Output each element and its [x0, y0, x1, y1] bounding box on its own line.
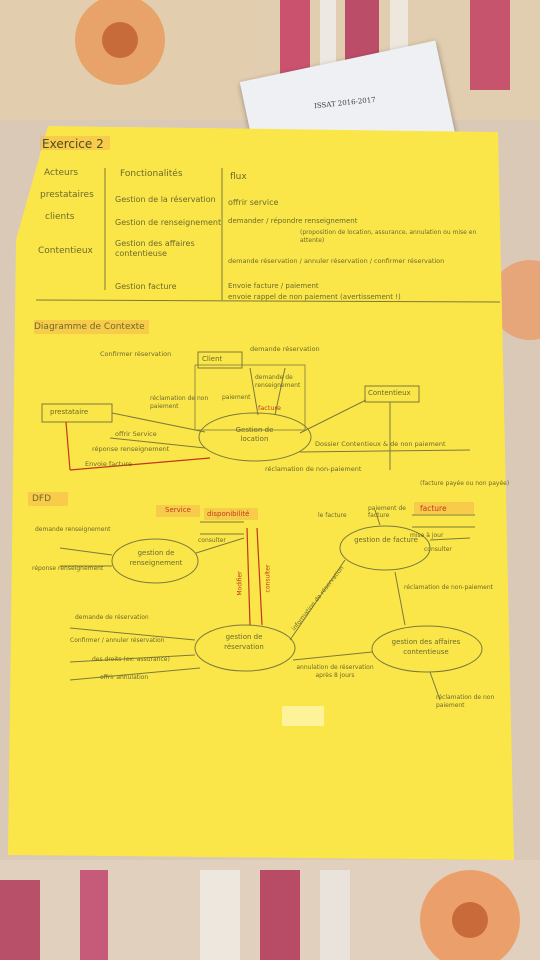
dfd-flow: réponse renseignement — [32, 565, 104, 572]
function-item: Gestion des affaires contentieuse — [115, 239, 195, 258]
ctx-flow: offrir Service — [115, 430, 157, 438]
dfd-flow: Modifier — [236, 571, 244, 596]
node-contentieux: Contentieux — [368, 389, 411, 397]
ctx-flow: Dossier Contentieux & de non paiement — [315, 440, 446, 448]
dfd-flow: mise à jour — [410, 532, 444, 539]
ctx-flow: Confirmer réservation — [100, 350, 172, 358]
header-functions: Fonctionalités — [120, 169, 183, 179]
dfd-flow: réclamation de non paiement — [436, 694, 495, 709]
actor-item: Contentieux — [38, 246, 93, 256]
flow-item: offrir service — [228, 198, 279, 207]
function-item: Gestion facture — [115, 282, 177, 291]
dfd-note: (facture payée ou non payée) — [420, 480, 510, 487]
exercise-title: Exercice 2 — [42, 137, 104, 151]
dfd-title: DFD — [32, 494, 52, 504]
flow-item: Envoie facture / paiement — [228, 282, 319, 290]
header-actors: Acteurs — [44, 168, 79, 178]
process-reservation: gestion de réservation — [224, 633, 264, 651]
dfd-flow: des droits (ex: assurance) — [92, 656, 170, 663]
store-facture: facture — [420, 504, 447, 513]
flow-item: envoie rappel de non paiement (avertisse… — [228, 293, 401, 301]
dfd-flow: consulter — [198, 537, 226, 544]
actor-item: clients — [45, 212, 75, 222]
flower-bottom-right-icon — [420, 870, 520, 960]
actor-item: prestataires — [40, 190, 94, 200]
header-flows: flux — [230, 172, 247, 182]
ctx-flow: réclamation de non paiement — [150, 395, 209, 410]
ctx-flow: Envoie facture — [85, 460, 132, 468]
ctx-flow: demande de renseignement — [255, 374, 301, 389]
dfd-flow: demande renseignement — [35, 526, 111, 533]
dfd-flow: réclamation de non-paiement — [404, 584, 493, 591]
dfd-flow: Confirmer / annuler réservation — [70, 637, 165, 644]
context-title: Diagramme de Contexte — [34, 322, 145, 332]
flower-right-icon — [490, 260, 540, 340]
store-disponibilite: disponibilité — [207, 510, 250, 518]
dfd-flow: paiement de facture — [368, 505, 406, 519]
tape-piece — [282, 706, 324, 726]
dfd-flow: annulation de réservation après 8 jours — [296, 664, 374, 679]
process-facture: gestion de facture — [354, 536, 418, 544]
flow-item: (proposition de location, assurance, ann… — [300, 229, 477, 244]
flower-top-left-icon — [75, 0, 165, 85]
process-contentieux: gestion des affaires contentieuse — [391, 638, 461, 656]
dfd-flow: consulter — [264, 564, 272, 593]
ctx-flow: demande réservation — [250, 345, 320, 353]
ctx-flow: réclamation de non-paiement — [265, 465, 362, 473]
process-renseignement: gestion de renseignement — [129, 549, 183, 567]
node-prestataire: prestataire — [50, 408, 89, 416]
function-item: Gestion de renseignement — [115, 218, 222, 227]
flow-item: demander / répondre renseignement — [228, 217, 358, 225]
ctx-flow: réponse renseignement — [92, 445, 170, 453]
dfd-flow: demande de réservation — [75, 614, 149, 621]
node-gestion: Gestion de location — [235, 426, 274, 443]
ctx-flow: facture — [258, 404, 282, 412]
dfd-flow: consulter — [424, 546, 452, 553]
ctx-flow: paiement — [222, 394, 251, 401]
flow-item: demande réservation / annuler réservatio… — [228, 257, 445, 265]
yellow-paper — [8, 126, 514, 860]
store-service: Service — [165, 506, 191, 514]
node-client: Client — [202, 355, 223, 363]
dfd-flow: offrir annulation — [100, 674, 149, 681]
function-item: Gestion de la réservation — [115, 195, 216, 204]
dfd-flow: le facture — [318, 512, 347, 519]
